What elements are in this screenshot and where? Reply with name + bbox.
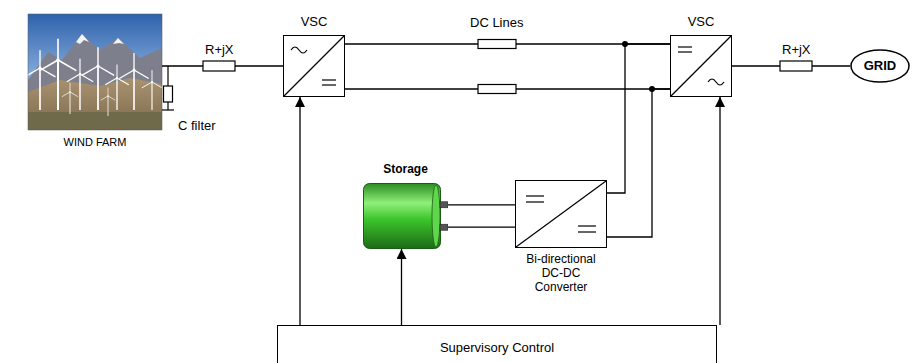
battery-storage: Storage [363,183,448,249]
ac-symbol [291,47,307,53]
dc-symbol [322,84,336,85]
line-label: DC Lines [470,16,523,31]
dc-symbol [578,225,596,226]
converter-name: VSC [301,15,328,30]
wire [448,204,515,205]
dc-symbol [678,51,692,52]
dc-symbol [678,46,692,47]
converter-diagonal [671,36,731,96]
resistor-symbol [780,61,812,71]
storage-name: Storage [383,163,428,177]
control-arrow [401,249,402,325]
junction-dot [622,41,628,47]
ac-symbol [708,79,724,85]
control-box: Supervisory Control [277,325,717,363]
wire [607,89,670,237]
wire [607,44,670,193]
converter-box: VSC [283,35,345,97]
converter-name: Bi-directional DC-DC Converter [517,253,605,294]
grid-ellipse: GRID [850,49,910,83]
resistor-symbol [478,40,516,49]
wire [448,227,515,228]
grid-name: GRID [864,59,897,74]
impedance-label: R+jX [205,43,234,58]
converter-diagonal [284,36,344,96]
impedance-label: R+jX [782,43,811,58]
dc-symbol [526,195,544,196]
dc-dc-converter-box: Bi-directional DC-DC Converter [515,180,607,248]
filter-label: C filter [178,119,216,134]
dc-symbol [526,201,544,202]
junction-dot [649,86,655,92]
converter-diagonal [516,181,606,247]
node-caption: WIND FARM [64,136,127,149]
converter-name: VSC [688,15,715,30]
wind-farm-picture: WIND FARM [28,14,162,130]
battery-outline [363,183,448,249]
capacitor-filter [162,66,174,110]
resistor-symbol [478,85,516,94]
control-arrow [299,97,300,325]
converter-box: VSC [670,35,732,97]
control-name: Supervisory Control [440,341,554,356]
control-arrow [719,97,720,325]
resistor-symbol [203,61,235,71]
dc-symbol [578,231,596,232]
dc-symbol [322,79,336,80]
